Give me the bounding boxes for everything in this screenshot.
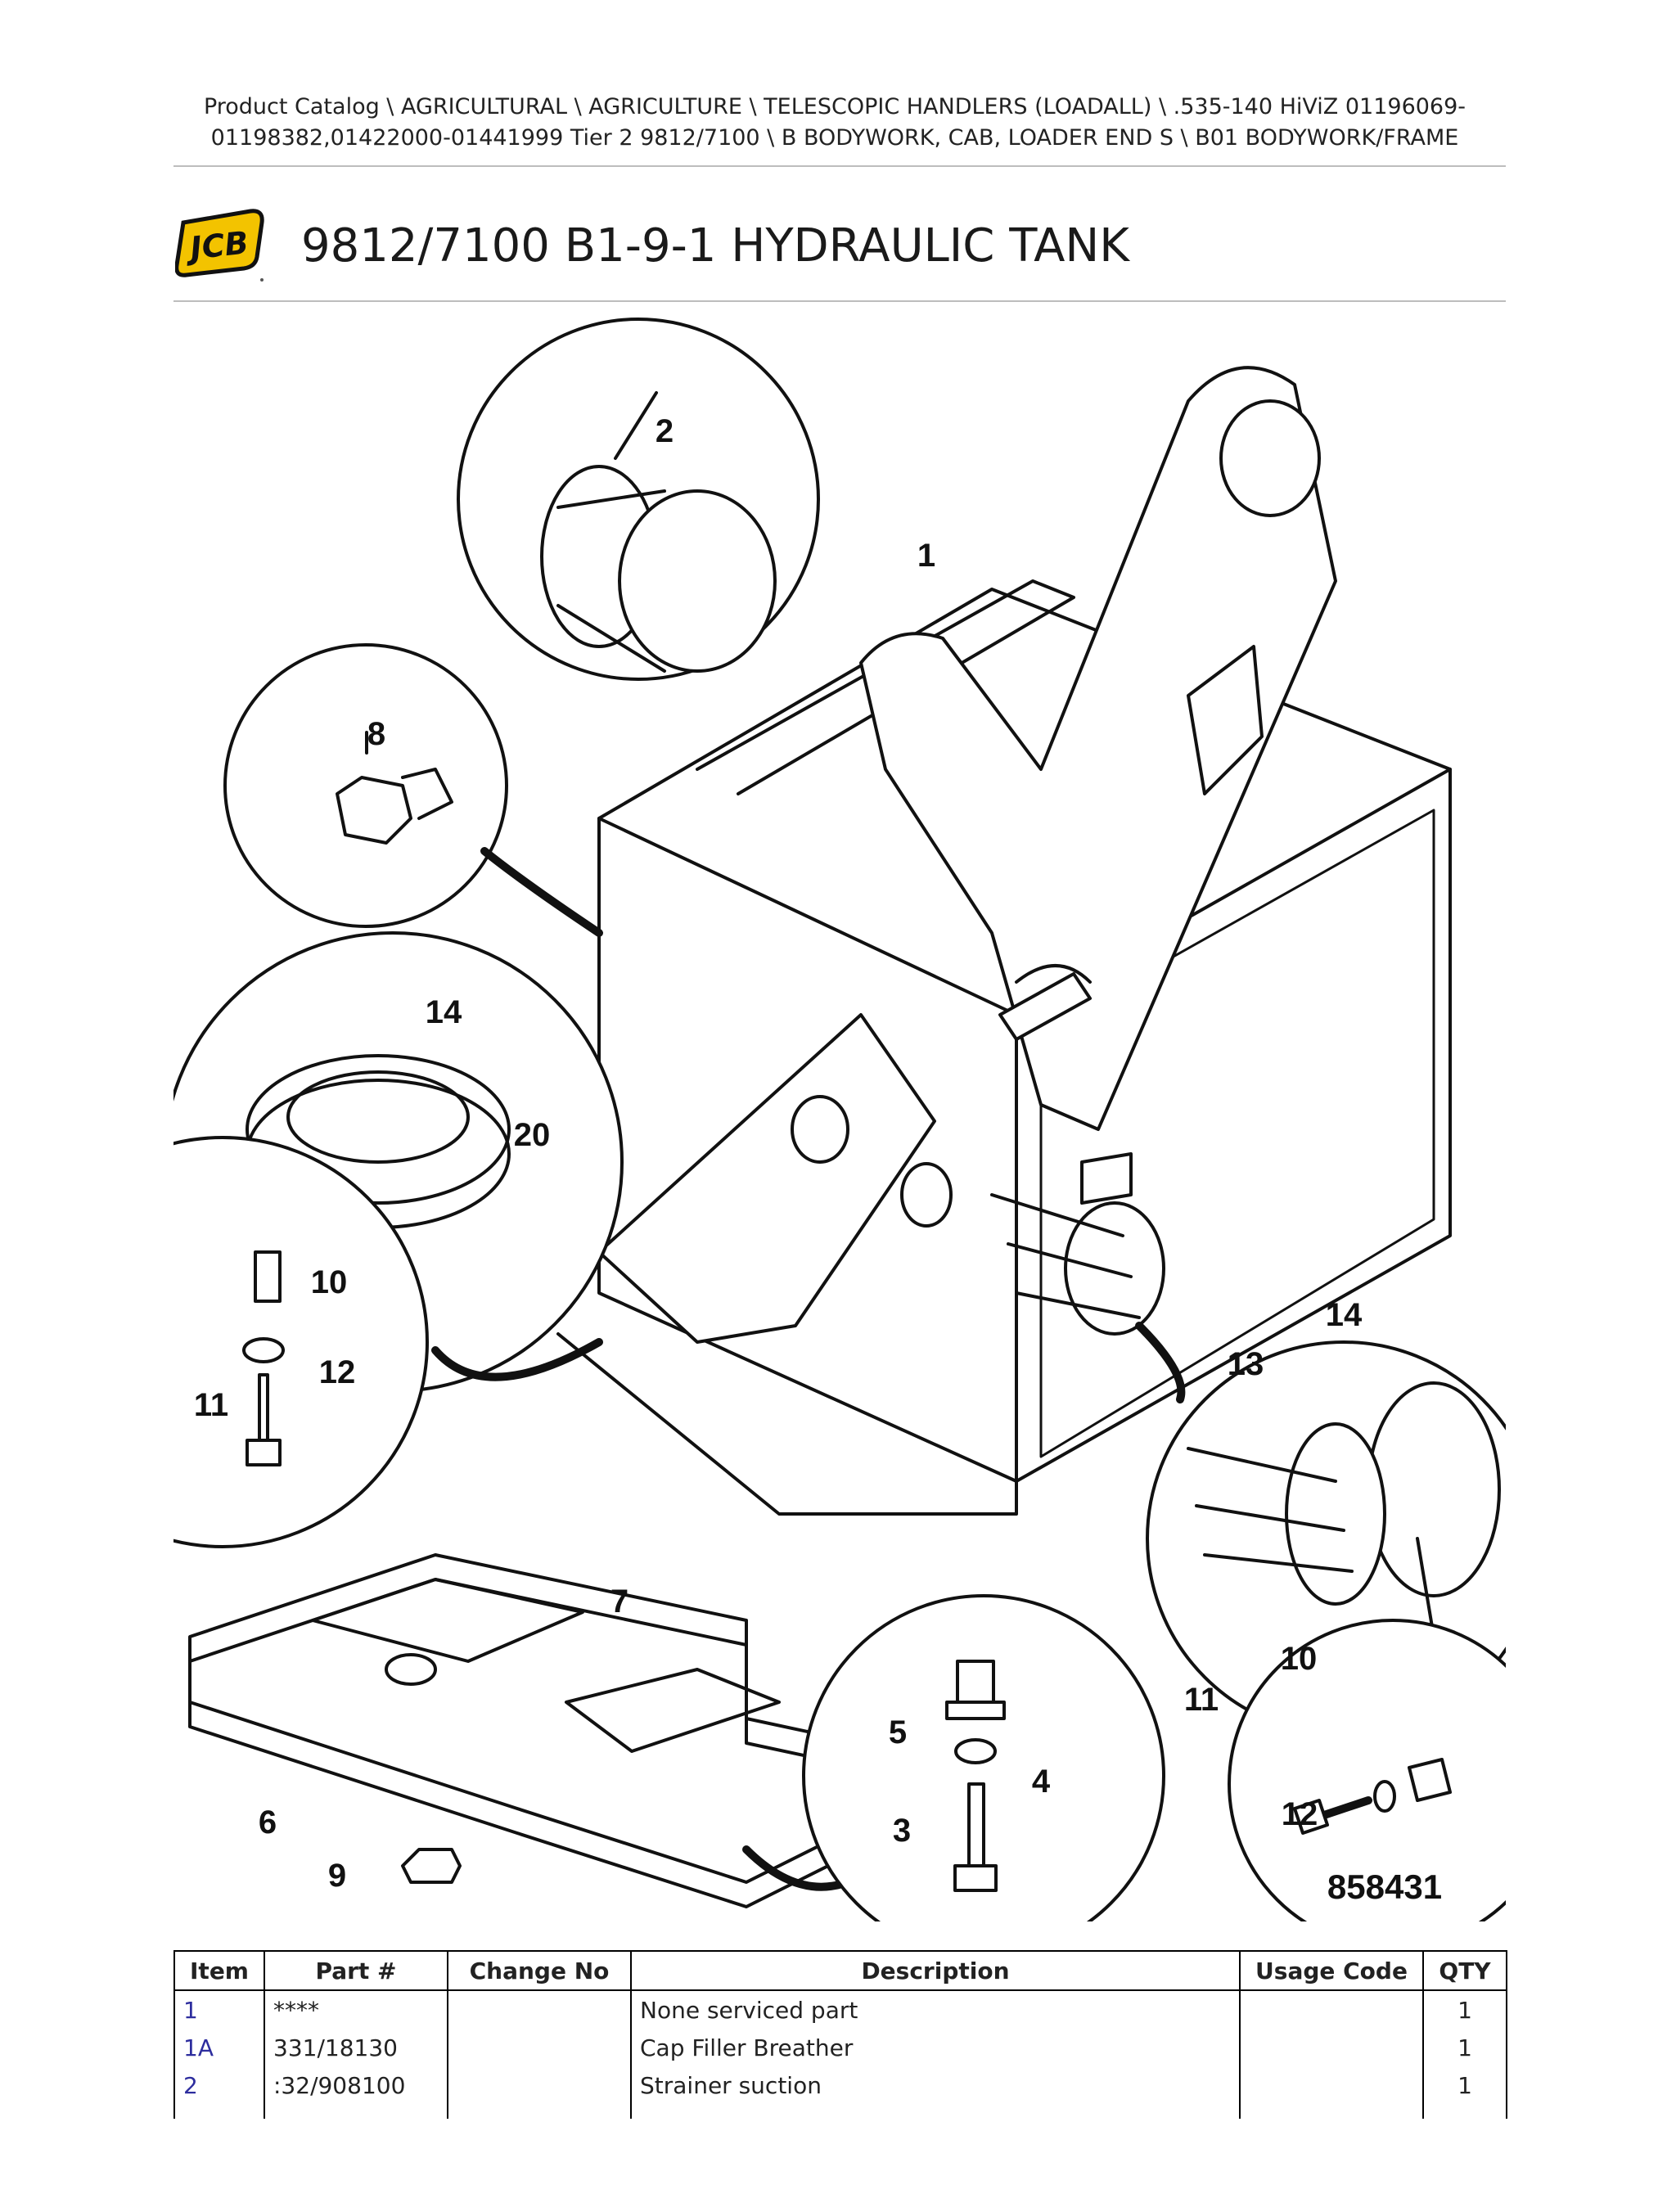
detail-circle-plug bbox=[223, 643, 508, 928]
item-link[interactable]: 1A bbox=[183, 2034, 214, 2061]
qty: 1 bbox=[1422, 2029, 1507, 2066]
callout-3: 3 bbox=[893, 1813, 911, 1849]
jcb-logo-text: JCB bbox=[182, 224, 250, 267]
qty: 1 bbox=[1422, 2066, 1507, 2104]
breadcrumb: Product Catalog \ AGRICULTURAL \ AGRICUL… bbox=[172, 92, 1498, 154]
usage-code bbox=[1239, 1990, 1424, 2029]
usage-code bbox=[1239, 2029, 1424, 2066]
table-row: 1 **** None serviced part 1 bbox=[173, 1990, 1507, 2029]
header-divider bbox=[173, 165, 1506, 167]
change-no bbox=[447, 2029, 632, 2066]
callout-10-right: 10 bbox=[1281, 1641, 1318, 1677]
detail-circle-bolt-right bbox=[1228, 1619, 1506, 1921]
parts-table: Item Part # Change No Description Usage … bbox=[173, 1950, 1507, 2119]
leader-plug bbox=[480, 847, 603, 937]
part-number: **** bbox=[264, 1990, 448, 2029]
leader-gasket bbox=[431, 1338, 603, 1381]
detail-circle-bolt-center bbox=[802, 1594, 1165, 1921]
callout-13: 13 bbox=[1228, 1346, 1264, 1382]
table-header-row: Item Part # Change No Description Usage … bbox=[173, 1950, 1507, 1991]
page-title: 9812/7100 B1-9-1 HYDRAULIC TANK bbox=[301, 219, 1129, 273]
callout-9: 9 bbox=[328, 1858, 346, 1894]
jcb-logo: JCB bbox=[175, 209, 264, 282]
tank-base-plate bbox=[556, 1332, 1018, 1516]
callout-20: 20 bbox=[514, 1117, 551, 1153]
description: Strainer suction bbox=[630, 2066, 1241, 2104]
callout-7: 7 bbox=[610, 1584, 628, 1620]
table-row: 1A 331/18130 Cap Filler Breather 1 bbox=[173, 2029, 1507, 2066]
drain-plug bbox=[401, 1848, 462, 1884]
callout-14-right: 14 bbox=[1326, 1297, 1363, 1333]
table-row-partial bbox=[173, 2104, 1507, 2119]
item-link[interactable]: 2 bbox=[183, 2071, 198, 2099]
part-number: :32/908100 bbox=[264, 2066, 448, 2104]
part-number: 331/18130 bbox=[264, 2029, 448, 2066]
callout-12-left: 12 bbox=[319, 1354, 356, 1390]
description: None serviced part bbox=[630, 1990, 1241, 2029]
header-part-number: Part # bbox=[264, 1950, 448, 1991]
loader-mount-bracket bbox=[597, 366, 1337, 1344]
breadcrumb-line-1[interactable]: Product Catalog \ AGRICULTURAL \ AGRICUL… bbox=[203, 94, 1466, 119]
detail-circle-bolt-left bbox=[173, 1136, 429, 1548]
callout-12-right: 12 bbox=[1282, 1796, 1318, 1832]
tank-pipe-flange bbox=[990, 1152, 1165, 1336]
callout-1: 1 bbox=[917, 538, 935, 574]
header-qty: QTY bbox=[1422, 1950, 1507, 1991]
callout-6: 6 bbox=[259, 1804, 277, 1840]
change-no bbox=[447, 1990, 632, 2029]
drawing-number: 858431 bbox=[1327, 1867, 1442, 1906]
callout-5: 5 bbox=[889, 1714, 907, 1750]
qty: 1 bbox=[1422, 1990, 1507, 2029]
callout-8: 8 bbox=[367, 716, 385, 752]
item-link[interactable]: 1 bbox=[183, 1996, 198, 2024]
header-item: Item bbox=[173, 1950, 265, 1991]
change-no bbox=[447, 2066, 632, 2104]
exploded-parts-diagram: 2 1 8 14 20 10 12 11 7 6 9 5 4 3 14 13 1… bbox=[173, 318, 1506, 1921]
header-description: Description bbox=[630, 1950, 1241, 1991]
description: Cap Filler Breather bbox=[630, 2029, 1241, 2066]
title-divider bbox=[173, 300, 1506, 302]
usage-code bbox=[1239, 2066, 1424, 2104]
header-change-no: Change No bbox=[447, 1950, 632, 1991]
callout-11-right: 11 bbox=[1184, 1682, 1219, 1718]
leader-flange bbox=[1135, 1322, 1186, 1403]
callout-4: 4 bbox=[1032, 1764, 1051, 1800]
table-row: 2 :32/908100 Strainer suction 1 bbox=[173, 2066, 1507, 2104]
breadcrumb-line-2[interactable]: 01198382,01422000-01441999 Tier 2 9812/7… bbox=[210, 125, 1459, 151]
header-usage-code: Usage Code bbox=[1239, 1950, 1424, 1991]
callout-14: 14 bbox=[426, 994, 462, 1030]
callout-2: 2 bbox=[656, 413, 674, 449]
callout-10-left: 10 bbox=[311, 1264, 348, 1300]
detail-circle-strainer bbox=[457, 318, 820, 681]
callout-11-left: 11 bbox=[194, 1387, 228, 1423]
